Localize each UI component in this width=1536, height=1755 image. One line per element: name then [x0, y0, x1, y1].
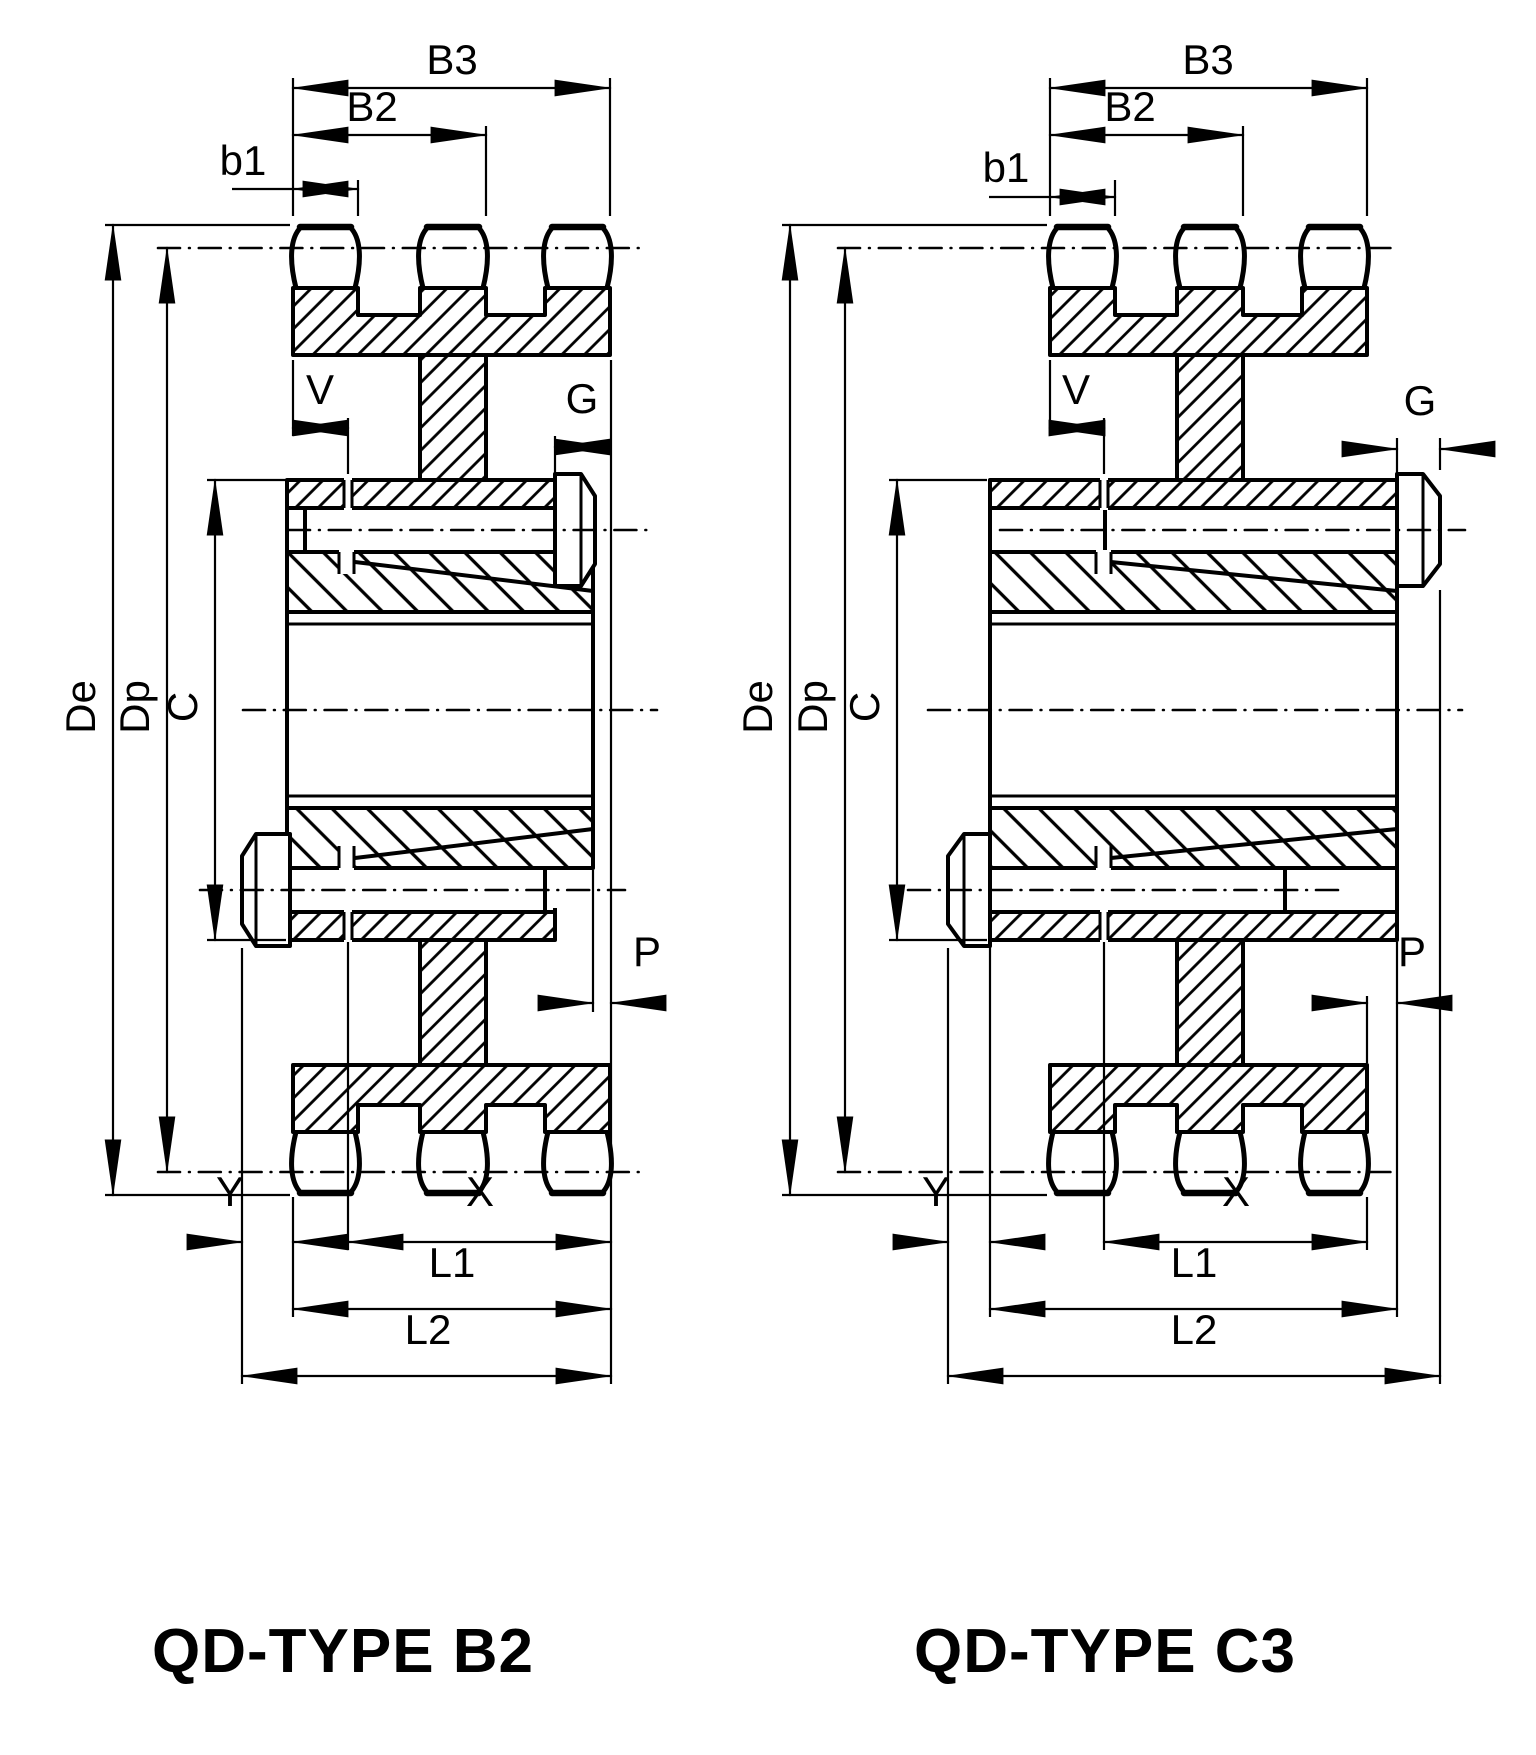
tooth-section	[289, 224, 362, 289]
dim-label-v: V	[1062, 366, 1090, 413]
tooth-section	[541, 224, 614, 289]
tooth-section	[1046, 1131, 1119, 1196]
dim-label-g: G	[566, 375, 599, 422]
dim-label-l2: L2	[1171, 1306, 1218, 1353]
bushing-bottom	[285, 806, 595, 870]
tooth-section	[289, 1131, 362, 1196]
dim-label-c: C	[841, 692, 888, 722]
dim-label-l1: L1	[1171, 1239, 1218, 1286]
flange-bottom	[285, 910, 557, 942]
tooth-section	[1298, 1131, 1371, 1196]
dim-label-p: P	[1398, 928, 1426, 975]
dim-label-v: V	[306, 366, 334, 413]
dim-label-g: G	[1404, 377, 1437, 424]
figure-qd-type-b2: B3 B2 b1 V G De Dp C P	[57, 36, 667, 1686]
figure-qd-type-c3: B3 B2 b1 V G De Dp C	[734, 36, 1496, 1686]
bushing-bottom	[988, 806, 1399, 870]
figure-caption: QD-TYPE B2	[152, 1617, 534, 1686]
bushing-split-notch	[339, 550, 354, 574]
dim-label-b3: B3	[426, 36, 477, 83]
rim-top-section	[1048, 286, 1369, 357]
dim-label-p: P	[633, 928, 661, 975]
flange-top	[988, 478, 1399, 510]
dim-label-dp: Dp	[789, 680, 836, 734]
dim-label-y: Y	[216, 1168, 244, 1215]
web-bottom	[418, 938, 488, 1067]
flange-gap	[1100, 910, 1108, 942]
bushing-taper-bottom	[354, 827, 594, 860]
bushing-taper-top	[1110, 560, 1398, 593]
rim-top-section	[291, 286, 612, 357]
tooth-section	[1046, 224, 1119, 289]
dim-label-l2: L2	[405, 1306, 452, 1353]
dim-label-y: Y	[922, 1168, 950, 1215]
dim-label-l1: L1	[429, 1239, 476, 1286]
dim-label-b1: b1	[983, 144, 1030, 191]
dim-label-b2: B2	[1104, 83, 1155, 130]
bushing-split-notch	[1096, 846, 1111, 870]
web-top	[418, 353, 488, 482]
web-bottom	[1175, 938, 1245, 1067]
bushing-split-notch	[339, 846, 354, 870]
tooth-section	[416, 224, 490, 289]
tooth-section	[1173, 224, 1247, 289]
rim-bottom-section	[291, 1063, 612, 1134]
bushing-taper-bottom	[1110, 827, 1398, 860]
tooth-section	[541, 1131, 614, 1196]
rim-bottom-section	[1048, 1063, 1369, 1134]
flange-top	[285, 478, 557, 510]
flange-gap	[344, 910, 352, 942]
bushing-top	[285, 550, 595, 614]
dim-label-de: De	[734, 680, 781, 734]
flange-bottom	[988, 910, 1399, 942]
dim-label-b2: B2	[346, 83, 397, 130]
dim-label-de: De	[57, 680, 104, 734]
dim-label-b1: b1	[220, 137, 267, 184]
tooth-section	[1298, 224, 1371, 289]
figure-caption: QD-TYPE C3	[914, 1617, 1296, 1686]
dim-label-x: X	[1222, 1168, 1250, 1215]
bushing-top	[988, 550, 1399, 614]
dim-label-dp: Dp	[111, 680, 158, 734]
dim-label-c: C	[159, 692, 206, 722]
bushing-split-notch	[1096, 550, 1111, 574]
dim-label-b3: B3	[1182, 36, 1233, 83]
flange-gap	[344, 478, 352, 510]
dim-label-x: X	[466, 1168, 494, 1215]
web-top	[1175, 353, 1245, 482]
flange-gap	[1100, 478, 1108, 510]
